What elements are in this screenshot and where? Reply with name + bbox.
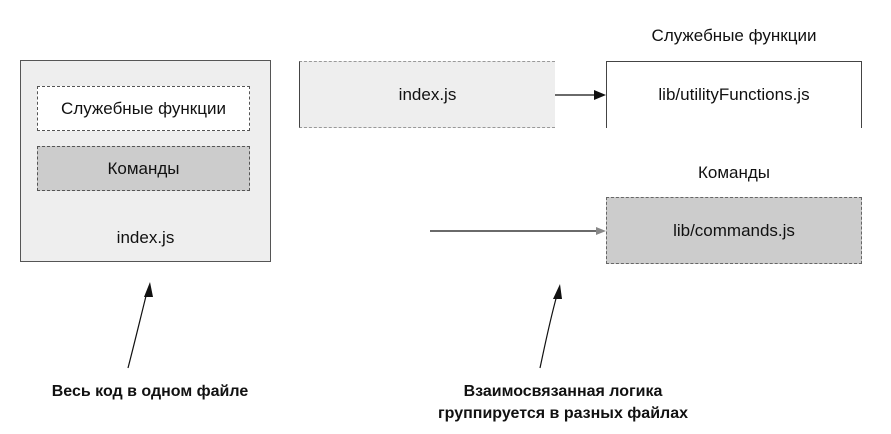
monolith-commands-section: Команды [37, 146, 250, 191]
arrowhead-utility [594, 90, 606, 100]
caption-modular-line1: Взаимосвязанная логика [463, 383, 663, 400]
pointer-arrowhead-right [553, 284, 562, 299]
index-file-box: index.js [299, 61, 555, 128]
monolith-file-label: index.js [116, 228, 175, 247]
utility-group-title: Служебные функции [651, 26, 817, 45]
caption-modular: Взаимосвязанная логика группируется в ра… [398, 381, 728, 425]
index-file-label: index.js [398, 84, 457, 104]
commands-group-title: Команды [697, 163, 771, 182]
pointer-curve-left [127, 291, 148, 369]
pointer-curve-right [539, 294, 558, 369]
utility-file-box: lib/utilityFunctions.js [606, 61, 862, 128]
caption-modular-line2: группируется в разных файлах [438, 405, 688, 422]
monolith-commands-label: Команды [107, 158, 180, 178]
utility-file-label: lib/utilityFunctions.js [658, 85, 810, 104]
monolith-utility-label: Служебные функции [61, 98, 226, 118]
pointer-arrowhead-left [144, 282, 153, 297]
monolith-utility-section: Служебные функции [37, 86, 250, 131]
arrowhead-commands [596, 227, 606, 235]
caption-monolith: Весь код в одном файле [51, 383, 249, 400]
commands-file-box: lib/commands.js [606, 197, 862, 264]
commands-file-label: lib/commands.js [673, 220, 795, 240]
